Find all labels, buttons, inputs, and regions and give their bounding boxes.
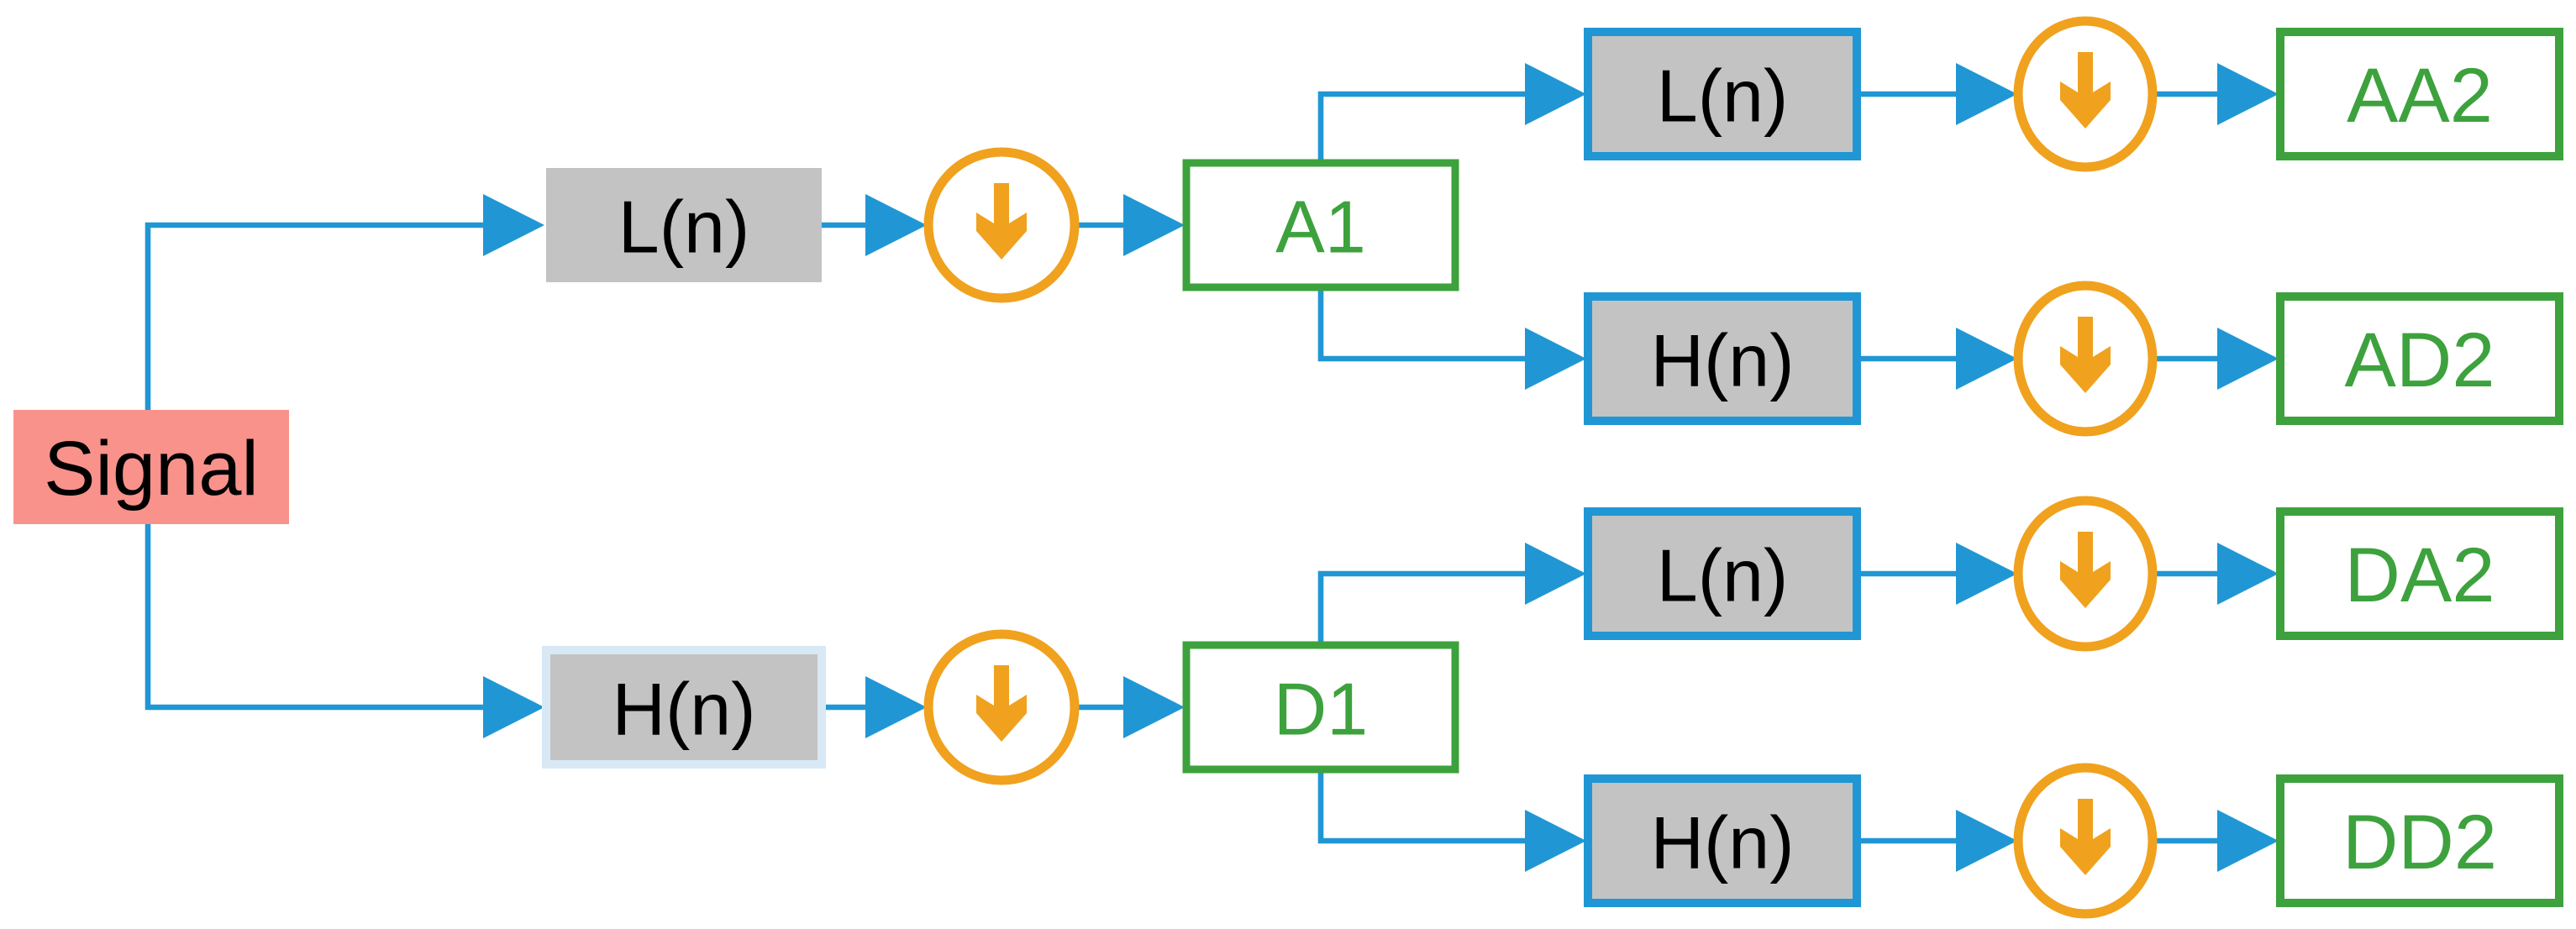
connector-downsampler-to-d1 — [1075, 676, 1185, 738]
connector-highpass-to-downsampler — [822, 676, 927, 738]
downsampler-level1-detail — [923, 629, 1080, 785]
output-box — [2276, 28, 2563, 160]
output-box — [2276, 292, 2563, 425]
arrowhead-icon — [1525, 328, 1586, 390]
level2-detail-highpass-filter-node: H(n) — [1584, 774, 1861, 907]
arrowhead-icon — [865, 676, 927, 738]
lowpass-filter-label: L(n) — [618, 186, 750, 269]
arrowhead-icon — [1525, 543, 1586, 605]
connector-a1-to-approx-lowpass — [1317, 63, 1586, 163]
detail1-node: D1 — [1182, 641, 1459, 774]
arrowhead-icon — [483, 676, 544, 738]
arrowhead-icon — [865, 194, 927, 256]
arrowhead-icon — [1525, 63, 1586, 125]
output-box — [2276, 507, 2563, 640]
arrowhead-icon — [2217, 810, 2279, 872]
arrowhead-icon — [1956, 328, 2017, 390]
filter-box — [1584, 507, 1861, 640]
level2-approx-lowpass-filter-node: L(n) — [1584, 28, 1861, 160]
connector-downsampler-to-aa2 — [2153, 63, 2279, 125]
arrowhead-icon — [1525, 810, 1586, 872]
output-ad2-node: AD2 — [2276, 292, 2563, 425]
approx1-box — [1182, 159, 1459, 291]
arrowhead-icon — [483, 194, 544, 256]
approx1-label: A1 — [1275, 186, 1366, 269]
downsampler-aa2 — [2013, 16, 2158, 172]
output-label: AD2 — [2345, 318, 2495, 403]
arrowhead-icon — [1123, 676, 1185, 738]
level2-detail-lowpass-filter-node: L(n) — [1584, 507, 1861, 640]
signal-box — [13, 410, 289, 524]
connector-downsampler-to-da2 — [2153, 543, 2279, 605]
signal-label: Signal — [44, 426, 259, 512]
detail1-label: D1 — [1274, 668, 1369, 751]
output-label: DA2 — [2345, 533, 2495, 618]
arrowhead-icon — [2217, 543, 2279, 605]
detail1-box — [1182, 641, 1459, 774]
wire — [1317, 287, 1527, 362]
level1-highpass-filter-node: H(n) — [542, 646, 826, 769]
arrowhead-icon — [1956, 63, 2017, 125]
filter-label: H(n) — [1650, 319, 1794, 402]
wire — [145, 467, 486, 711]
connector-downsampler-to-ad2 — [2153, 328, 2279, 390]
arrowhead-icon — [2217, 328, 2279, 390]
highpass-filter-box — [542, 646, 826, 769]
output-da2-node: DA2 — [2276, 507, 2563, 640]
approx1-node: A1 — [1182, 159, 1459, 291]
connector-signal-to-lowpass — [145, 194, 544, 467]
output-label: DD2 — [2342, 800, 2497, 885]
output-label: AA2 — [2347, 53, 2493, 139]
lowpass-filter-box — [546, 168, 822, 282]
connector-downsampler-to-dd2 — [2153, 810, 2279, 872]
downsampler-level1-approx — [923, 147, 1080, 303]
filter-label: L(n) — [1657, 534, 1789, 617]
connector-d1-to-detail-highpass — [1317, 769, 1586, 872]
filter-box — [1584, 774, 1861, 907]
connector-approx-lowpass-to-downsampler — [1857, 63, 2017, 125]
output-box — [2276, 774, 2563, 907]
arrowhead-icon — [2217, 63, 2279, 125]
filter-label: H(n) — [1650, 801, 1794, 884]
arrowhead-icon — [1956, 810, 2017, 872]
filter-box — [1584, 28, 1861, 160]
wire — [145, 222, 486, 467]
arrowhead-icon — [1123, 194, 1185, 256]
output-dd2-node: DD2 — [2276, 774, 2563, 907]
connector-signal-to-highpass — [145, 467, 544, 738]
level1-lowpass-filter-node: L(n) — [546, 168, 822, 282]
downsampler-ad2 — [2013, 281, 2158, 437]
connector-lowpass-to-downsampler — [822, 194, 927, 256]
filter-box — [1584, 292, 1861, 425]
connector-detail-highpass-to-downsampler — [1857, 810, 2017, 872]
highpass-filter-label: H(n) — [612, 668, 755, 751]
connector-d1-to-detail-lowpass — [1317, 543, 1586, 645]
wire — [1317, 769, 1527, 844]
wire — [1317, 91, 1527, 163]
connector-a1-to-approx-highpass — [1317, 287, 1586, 390]
connector-downsampler-to-a1 — [1075, 194, 1185, 256]
connectors — [145, 63, 2279, 872]
wire — [1317, 570, 1527, 645]
downsampler-da2 — [2013, 496, 2158, 652]
level2-approx-highpass-filter-node: H(n) — [1584, 292, 1861, 425]
downsampler-dd2 — [2013, 763, 2158, 919]
filter-label: L(n) — [1657, 55, 1789, 138]
connector-approx-highpass-to-downsampler — [1857, 328, 2017, 390]
signal-node: Signal — [13, 410, 289, 524]
arrowhead-icon — [1956, 543, 2017, 605]
output-aa2-node: AA2 — [2276, 28, 2563, 160]
connector-detail-lowpass-to-downsampler — [1857, 543, 2017, 605]
